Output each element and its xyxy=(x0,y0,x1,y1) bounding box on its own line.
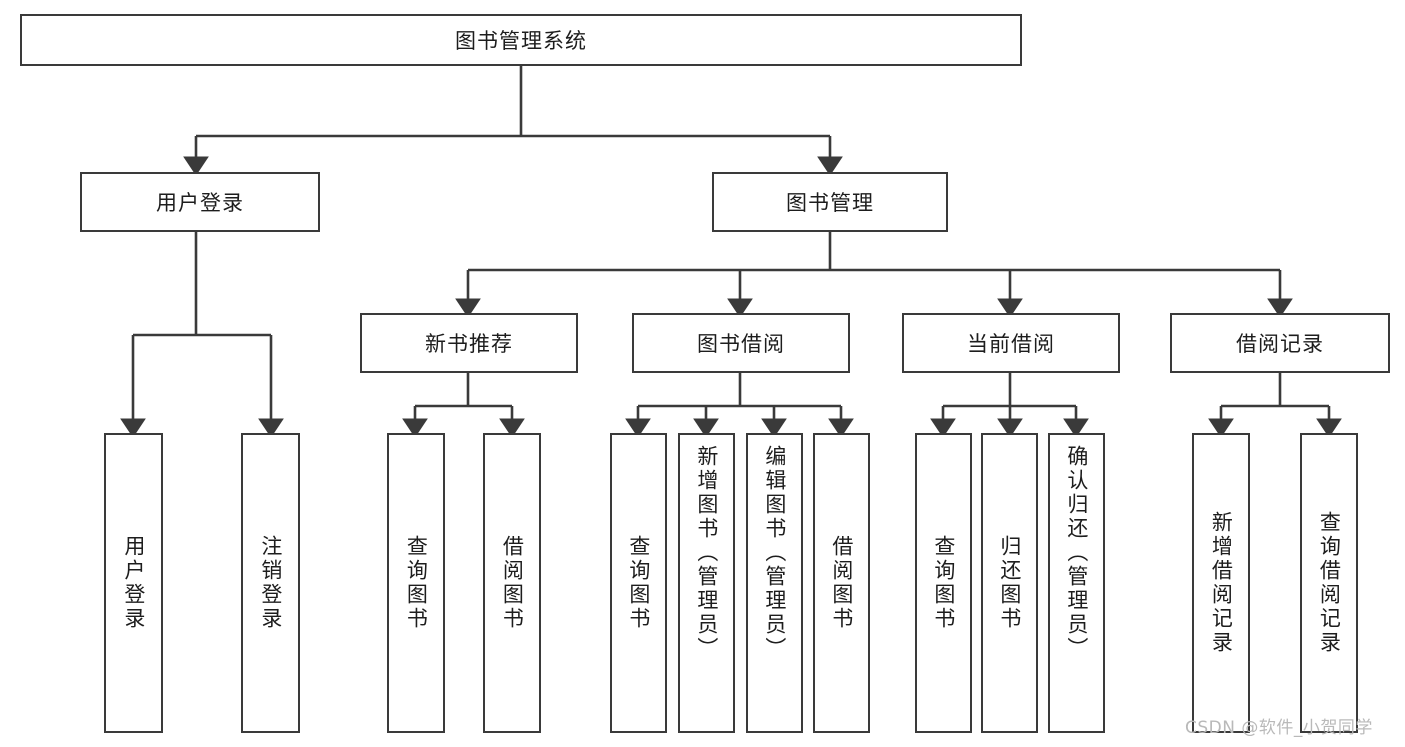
leaf-borrow-book[interactable]: 借阅图书 xyxy=(813,433,870,733)
node-label: 用户登录 xyxy=(121,535,146,631)
node-label: 借阅记录 xyxy=(1236,332,1324,356)
node-label: 图书管理系统 xyxy=(455,29,587,53)
node-label: 编辑图书（管理员） xyxy=(762,445,787,661)
node-label: 图书借阅 xyxy=(697,332,785,356)
leaf-logout[interactable]: 注销登录 xyxy=(241,433,300,733)
leaf-query-book-recommend[interactable]: 查询图书 xyxy=(387,433,445,733)
node-user-login[interactable]: 用户登录 xyxy=(80,172,320,232)
node-label: 图书管理 xyxy=(786,191,874,215)
leaf-add-borrow-record[interactable]: 新增借阅记录 xyxy=(1192,433,1250,733)
leaf-confirm-return-admin[interactable]: 确认归还（管理员） xyxy=(1048,433,1105,733)
node-label: 新书推荐 xyxy=(425,332,513,356)
leaf-edit-book-admin[interactable]: 编辑图书（管理员） xyxy=(746,433,803,733)
node-label: 新增图书（管理员） xyxy=(694,445,719,661)
node-label: 用户登录 xyxy=(156,191,244,215)
node-label: 注销登录 xyxy=(258,535,283,631)
node-label: 新增借阅记录 xyxy=(1209,511,1234,655)
node-label: 借阅图书 xyxy=(829,535,854,631)
node-current-borrow[interactable]: 当前借阅 xyxy=(902,313,1120,373)
node-label: 查询借阅记录 xyxy=(1317,511,1342,655)
node-label: 归还图书 xyxy=(997,535,1022,631)
node-label: 查询图书 xyxy=(404,535,429,631)
node-label: 借阅图书 xyxy=(500,535,525,631)
node-book-borrow[interactable]: 图书借阅 xyxy=(632,313,850,373)
node-label: 查询图书 xyxy=(931,535,956,631)
leaf-query-borrow-record[interactable]: 查询借阅记录 xyxy=(1300,433,1358,733)
node-book-management[interactable]: 图书管理 xyxy=(712,172,948,232)
node-label: 查询图书 xyxy=(626,535,651,631)
leaf-query-book-borrow[interactable]: 查询图书 xyxy=(610,433,667,733)
leaf-add-book-admin[interactable]: 新增图书（管理员） xyxy=(678,433,735,733)
leaf-borrow-book-recommend[interactable]: 借阅图书 xyxy=(483,433,541,733)
node-new-book-recommend[interactable]: 新书推荐 xyxy=(360,313,578,373)
leaf-return-book[interactable]: 归还图书 xyxy=(981,433,1038,733)
node-borrow-record[interactable]: 借阅记录 xyxy=(1170,313,1390,373)
leaf-query-book-current[interactable]: 查询图书 xyxy=(915,433,972,733)
node-label: 确认归还（管理员） xyxy=(1064,445,1089,661)
node-root[interactable]: 图书管理系统 xyxy=(20,14,1022,66)
leaf-user-login[interactable]: 用户登录 xyxy=(104,433,163,733)
node-label: 当前借阅 xyxy=(967,332,1055,356)
